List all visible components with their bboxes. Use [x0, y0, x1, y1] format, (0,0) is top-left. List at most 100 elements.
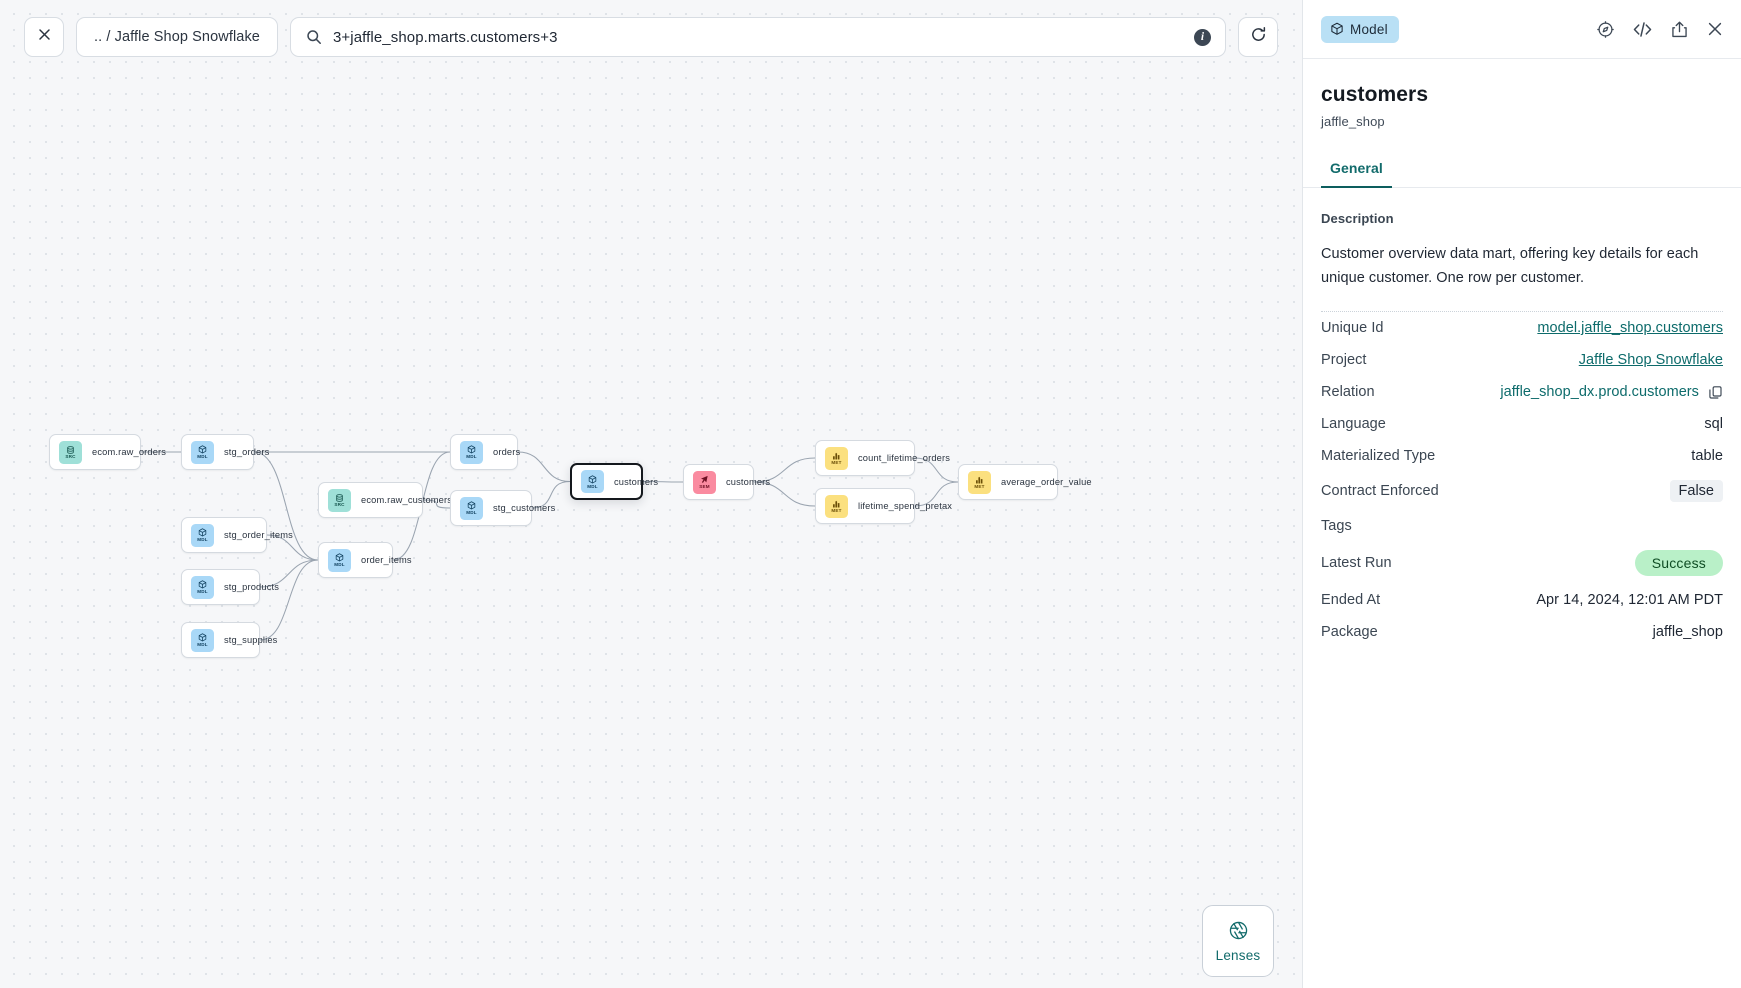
divider	[1321, 311, 1723, 312]
graph-node-average_order_value[interactable]: MET average_order_value	[958, 464, 1092, 500]
detail-row-key: Tags	[1321, 518, 1352, 534]
met-badge-icon: MET	[825, 494, 848, 518]
copy-icon[interactable]	[1708, 385, 1723, 400]
detail-row: Package jaffle_shop	[1321, 616, 1723, 648]
search-input[interactable]	[332, 28, 1183, 46]
panel-header: customers jaffle_shop	[1303, 59, 1741, 129]
detail-row-value-wrap: jaffle_shop_dx.prod.customers	[1500, 384, 1723, 400]
detail-row-key: Project	[1321, 352, 1367, 368]
description-label: Description	[1321, 211, 1394, 226]
close-icon	[37, 27, 52, 47]
panel-top-bar: Model	[1303, 0, 1741, 59]
mdl-badge-icon: MDL	[581, 470, 604, 493]
compass-icon[interactable]	[1596, 20, 1615, 39]
search-icon	[306, 29, 322, 45]
graph-node-label: count_lifetime_orders	[858, 453, 951, 463]
share-icon[interactable]	[1670, 20, 1689, 39]
sem-badge-icon: SEM	[693, 470, 716, 494]
status-badge: Success	[1634, 550, 1723, 576]
detail-row: Unique Id model.jaffle_shop.customers	[1321, 312, 1723, 344]
tab-general[interactable]: General	[1321, 160, 1392, 188]
detail-row-key: Relation	[1321, 384, 1375, 400]
breadcrumb-label: .. / Jaffle Shop Snowflake	[94, 29, 260, 45]
details-panel: Model	[1302, 0, 1741, 988]
refresh-icon	[1250, 26, 1267, 48]
detail-row-value-wrap: table	[1691, 448, 1723, 464]
src-badge-icon: SRC	[59, 440, 82, 464]
detail-row: Ended At Apr 14, 2024, 12:01 AM PDT	[1321, 584, 1723, 616]
model-type-label: Model	[1350, 21, 1388, 37]
aperture-icon	[1228, 920, 1249, 941]
lenses-label: Lenses	[1215, 947, 1261, 963]
detail-row-value-wrap: model.jaffle_shop.customers	[1537, 320, 1723, 336]
graph-node-label: average_order_value	[1001, 477, 1092, 487]
mdl-badge-icon: MDL	[460, 496, 483, 520]
detail-row-value-wrap: Success	[1634, 550, 1723, 576]
description-text: Customer overview data mart, offering ke…	[1321, 246, 1699, 286]
met-badge-icon: MET	[825, 446, 848, 470]
detail-row-key: Latest Run	[1321, 555, 1392, 571]
model-type-chip[interactable]: Model	[1321, 15, 1399, 43]
graph-node-label: customers	[726, 477, 771, 487]
detail-row-key: Package	[1321, 624, 1378, 640]
cube-icon	[1330, 22, 1344, 36]
detail-row-key: Unique Id	[1321, 320, 1384, 336]
detail-row: Project Jaffle Shop Snowflake	[1321, 344, 1723, 376]
graph-node-label: stg_supplies	[224, 635, 278, 645]
close-icon[interactable]	[1706, 20, 1724, 38]
graph-node-label: stg_orders	[224, 447, 270, 457]
detail-row-value: jaffle_shop	[1652, 624, 1723, 640]
mdl-badge-icon: MDL	[460, 440, 483, 464]
graph-node-stg_customers[interactable]: MDL stg_customers	[450, 490, 555, 526]
detail-row-value[interactable]: model.jaffle_shop.customers	[1537, 320, 1723, 336]
graph-node-customers_semantic[interactable]: SEM customers	[683, 464, 770, 500]
graph-node-stg_supplies[interactable]: MDL stg_supplies	[181, 622, 277, 658]
detail-row-value-wrap: False	[1669, 480, 1723, 502]
graph-node-orders[interactable]: MDL orders	[450, 434, 520, 470]
graph-node-label: ecom.raw_customers	[361, 495, 453, 505]
graph-node-ecom_raw_orders[interactable]: SRC ecom.raw_orders	[49, 434, 166, 470]
search-bar[interactable]: i	[289, 17, 1226, 57]
refresh-button[interactable]	[1238, 17, 1278, 57]
panel-actions	[1596, 19, 1724, 40]
panel-tabs: General	[1303, 160, 1741, 188]
mdl-badge-icon: MDL	[328, 548, 351, 572]
graph-node-label: stg_customers	[493, 503, 556, 513]
detail-row-value[interactable]: jaffle_shop_dx.prod.customers	[1500, 384, 1699, 400]
graph-node-count_lifetime_orders[interactable]: MET count_lifetime_orders	[815, 440, 950, 476]
close-button[interactable]	[24, 17, 64, 57]
detail-row-value: False	[1669, 480, 1723, 502]
met-badge-icon: MET	[968, 470, 991, 494]
mdl-badge-icon: MDL	[191, 523, 214, 547]
detail-row-value-wrap: Jaffle Shop Snowflake	[1579, 352, 1723, 368]
detail-row-value-wrap: jaffle_shop	[1653, 624, 1723, 640]
detail-row-value-wrap: Apr 14, 2024, 12:01 AM PDT	[1536, 592, 1723, 608]
info-icon[interactable]: i	[1194, 28, 1211, 46]
detail-row-value: table	[1691, 448, 1723, 464]
page-title: customers	[1321, 83, 1429, 106]
mdl-badge-icon: MDL	[191, 628, 214, 652]
graph-node-label: ecom.raw_orders	[92, 447, 167, 457]
detail-row-key: Ended At	[1321, 592, 1381, 608]
breadcrumb-button[interactable]: .. / Jaffle Shop Snowflake	[76, 17, 278, 57]
code-icon[interactable]	[1632, 19, 1653, 40]
detail-row-value[interactable]: Jaffle Shop Snowflake	[1578, 352, 1723, 368]
graph-node-label: orders	[493, 447, 521, 457]
graph-node-stg_order_items[interactable]: MDL stg_order_items	[181, 517, 293, 553]
detail-row-value-wrap: sql	[1704, 416, 1723, 432]
detail-row: Relation jaffle_shop_dx.prod.customers	[1321, 376, 1723, 408]
graph-node-label: stg_order_items	[224, 530, 293, 540]
lenses-button[interactable]: Lenses	[1202, 905, 1274, 977]
